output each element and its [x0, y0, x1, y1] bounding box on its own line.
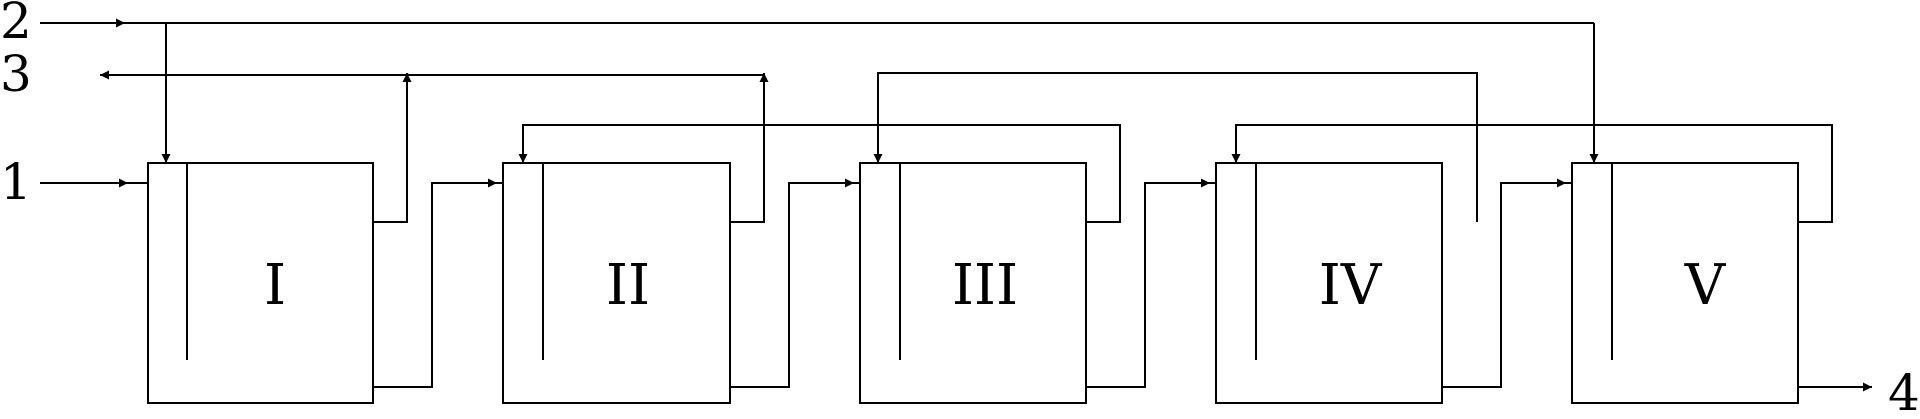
stream-label-3: 3	[0, 45, 32, 103]
stream-label-1: 1	[0, 153, 32, 211]
tank-1-label: I	[264, 253, 286, 318]
tank-4-box	[1215, 162, 1443, 404]
tank-1-box	[147, 162, 374, 404]
stream-label-2: 2	[0, 0, 32, 50]
tank-3-label: III	[952, 253, 1018, 318]
tank-3: III	[859, 162, 1087, 404]
recycle-lines	[518, 72, 1833, 223]
tank-5-label: V	[1684, 253, 1727, 318]
tank-4: IV	[1215, 162, 1443, 404]
stream-3-lines	[100, 70, 769, 223]
tank-3-box	[859, 162, 1087, 404]
transfer-lines	[373, 178, 1572, 388]
tank-5: V	[1571, 162, 1799, 404]
tank-4-label: IV	[1319, 253, 1383, 318]
tank-2: II	[502, 162, 731, 404]
tank-2-label: II	[606, 253, 650, 318]
tank-5-box	[1571, 162, 1799, 404]
tank-1: I	[147, 162, 374, 404]
stream-2-lines	[40, 18, 1599, 163]
stream-label-4: 4	[1888, 364, 1920, 419]
tank-2-box	[502, 162, 731, 404]
